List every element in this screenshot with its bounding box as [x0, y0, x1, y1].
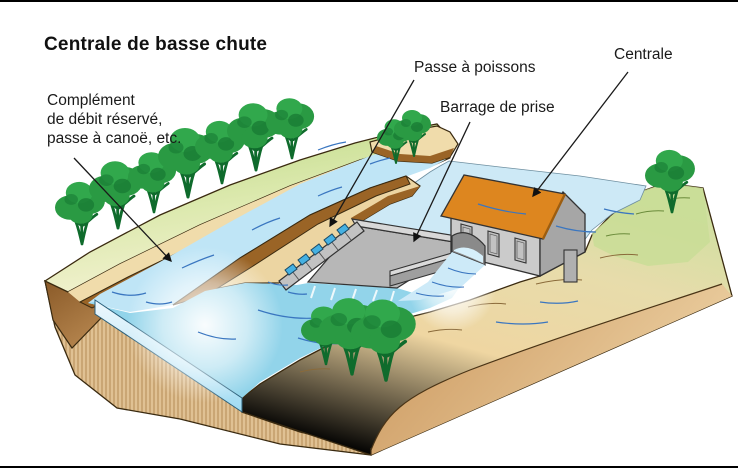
leader-powerhouse [532, 71, 629, 198]
intake-dam [278, 218, 468, 291]
label-complement-line2: de débit réservé, [47, 111, 163, 128]
label-powerhouse: Centrale [614, 46, 673, 63]
flow-lines [111, 132, 635, 345]
label-intake-dam: Barrage de prise [440, 99, 555, 116]
training-wall [389, 252, 453, 287]
figure-title: Centrale de basse chute [44, 34, 268, 55]
powerhouse [398, 174, 586, 301]
bottom-rule [0, 466, 738, 468]
label-complement-line3: passe à canoë, etc. [47, 130, 182, 147]
leader-lines [73, 71, 629, 262]
top-rule [0, 0, 738, 2]
door [563, 249, 578, 283]
fish-ladder-pools [284, 223, 350, 276]
leader-fish-pass [329, 79, 415, 228]
right-bank-and-cut-face [241, 182, 733, 456]
label-complement: Complément de débit réservé, passe à can… [47, 91, 181, 148]
tailrace-arch [398, 232, 486, 301]
leader-intake-dam [413, 121, 471, 243]
leader-complement [73, 157, 172, 262]
label-complement-line1: Complément [47, 92, 135, 109]
fish-ladder [278, 221, 365, 291]
label-fish-pass: Passe à poissons [414, 59, 536, 76]
